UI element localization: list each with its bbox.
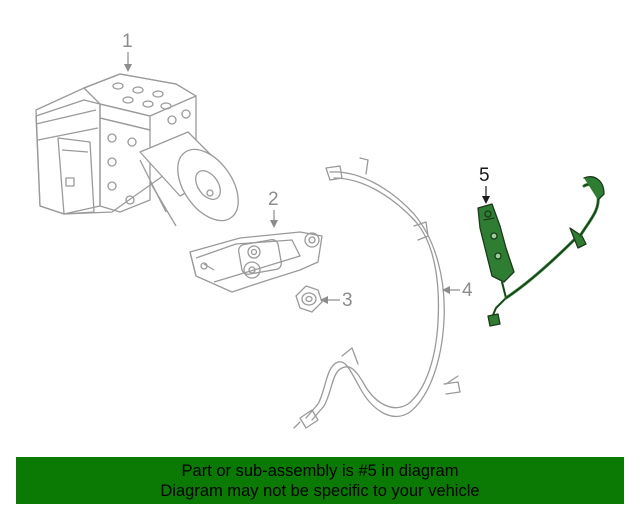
part-3-nut[interactable] bbox=[295, 285, 323, 313]
info-banner: Part or sub-assembly is #5 in diagram Di… bbox=[16, 457, 624, 504]
callout-5[interactable]: 5 bbox=[479, 165, 490, 186]
part-4-sensor-cable[interactable] bbox=[293, 157, 461, 429]
leader-lines bbox=[124, 52, 460, 304]
part-2-bracket[interactable] bbox=[189, 231, 323, 293]
callout-4[interactable]: 4 bbox=[462, 280, 473, 301]
part-5-sensor-harness[interactable] bbox=[477, 176, 605, 327]
banner-line-2: Diagram may not be specific to your vehi… bbox=[160, 482, 480, 500]
leader-line-5 bbox=[482, 186, 490, 204]
callout-2[interactable]: 2 bbox=[268, 189, 279, 210]
parts-diagram bbox=[35, 52, 605, 429]
callout-1[interactable]: 1 bbox=[122, 31, 133, 52]
part-1-abs-modulator[interactable] bbox=[35, 73, 251, 232]
callout-3[interactable]: 3 bbox=[342, 290, 353, 311]
banner-line-1: Part or sub-assembly is #5 in diagram bbox=[181, 462, 459, 480]
